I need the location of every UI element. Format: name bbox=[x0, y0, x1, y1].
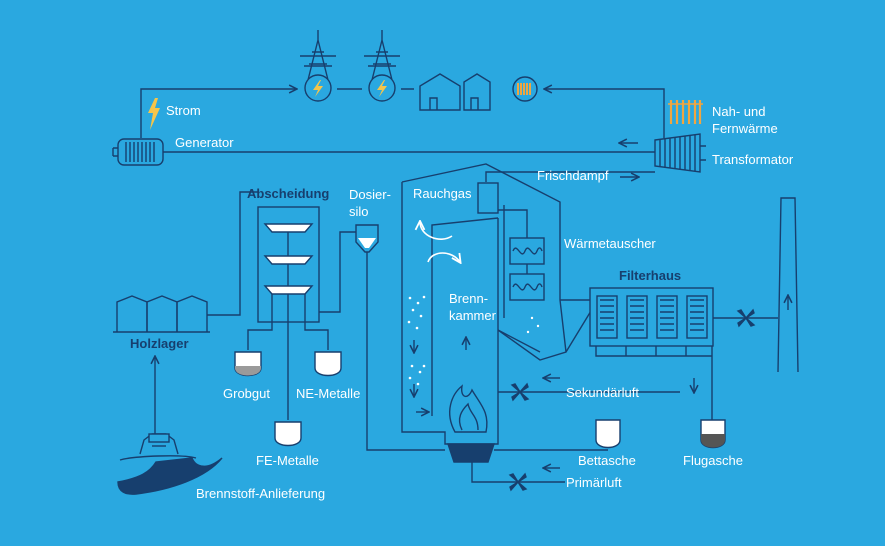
bettasche-bin-icon bbox=[595, 419, 621, 449]
grobgut-bin-icon bbox=[234, 351, 262, 377]
bettasche-label: Bettasche bbox=[578, 453, 636, 468]
boiler-outline bbox=[401, 163, 595, 445]
house-icon bbox=[419, 73, 461, 111]
nah-fernwaerme-label: Nah- und Fernwärme bbox=[712, 104, 778, 136]
abscheidung-output-lines bbox=[247, 294, 329, 420]
generator-icon bbox=[112, 138, 164, 166]
rauchgas-swirl-icon bbox=[420, 222, 460, 262]
ne-metalle-label: NE-Metalle bbox=[296, 386, 361, 401]
abscheidung-label: Abscheidung bbox=[247, 186, 330, 201]
chimney-icon bbox=[777, 197, 799, 373]
filterhaus-box bbox=[589, 287, 714, 347]
holzlager-label: Holzlager bbox=[130, 336, 189, 351]
fe-metalle-label: FE-Metalle bbox=[256, 453, 319, 468]
heat-exchanger-1 bbox=[509, 237, 545, 265]
pylon-2-bolt-icon bbox=[377, 80, 387, 97]
fan-1-icon bbox=[736, 308, 756, 328]
transformator-label: Transformator bbox=[712, 152, 794, 167]
holzlager-icon bbox=[113, 295, 210, 333]
hopper-outline bbox=[497, 329, 541, 353]
primaerluft-line bbox=[471, 462, 565, 483]
primaerluft-label: Primärluft bbox=[566, 475, 622, 490]
silo-feed-line bbox=[366, 252, 445, 451]
filter-ash-collector bbox=[595, 346, 713, 420]
fan-2-icon bbox=[510, 382, 530, 402]
transformator-icon bbox=[654, 133, 706, 173]
pylon-1-bolt-icon bbox=[313, 80, 323, 97]
filter-2 bbox=[626, 295, 648, 339]
radiator-icon bbox=[668, 100, 703, 124]
grate-icon bbox=[447, 443, 495, 463]
heat-exchanger-2 bbox=[509, 273, 545, 301]
flugasche-bin-icon bbox=[700, 419, 726, 449]
filter-3 bbox=[656, 295, 678, 339]
strom-line bbox=[140, 89, 296, 138]
ship-icon bbox=[117, 433, 223, 495]
fan-3-icon bbox=[508, 472, 528, 492]
abscheidung-to-silo-line bbox=[319, 231, 356, 313]
waermetauscher-label: Wärmetauscher bbox=[564, 236, 656, 251]
separator-plate-3 bbox=[263, 285, 314, 295]
separator-plate-2 bbox=[263, 255, 314, 286]
dosiersilo-icon bbox=[355, 224, 379, 253]
grobgut-label: Grobgut bbox=[223, 386, 270, 401]
holzlager-to-abscheidung-line bbox=[207, 191, 258, 316]
house-2-icon bbox=[463, 73, 491, 111]
sekundaerluft-label: Sekundärluft bbox=[566, 385, 639, 400]
brennkammer-label: Brenn- kammer bbox=[449, 291, 496, 323]
flugasche-label: Flugasche bbox=[683, 453, 743, 468]
dosiersilo-label: Dosier- silo bbox=[349, 187, 391, 219]
brennstoff-label: Brennstoff-Anlieferung bbox=[196, 486, 326, 501]
ne-metalle-bin-icon bbox=[314, 351, 342, 377]
filter-1 bbox=[596, 295, 618, 339]
frischdampf-label: Frischdampf bbox=[537, 168, 609, 183]
radiator-circle-icon bbox=[512, 76, 538, 102]
steam-drum bbox=[477, 182, 499, 214]
exchanger-pipes bbox=[498, 205, 528, 318]
fe-metalle-bin-icon bbox=[274, 421, 302, 447]
rauchgas-label: Rauchgas bbox=[413, 186, 472, 201]
filter-4 bbox=[686, 295, 708, 339]
frischdampf-line bbox=[485, 171, 655, 182]
strom-label: Strom bbox=[166, 103, 201, 118]
flame-icon bbox=[449, 384, 488, 433]
particles bbox=[407, 295, 614, 430]
generator-label: Generator bbox=[175, 135, 234, 150]
filterhaus-label: Filterhaus bbox=[619, 268, 682, 283]
heat-return-line bbox=[545, 89, 665, 138]
strom-bolt-icon bbox=[148, 98, 160, 130]
